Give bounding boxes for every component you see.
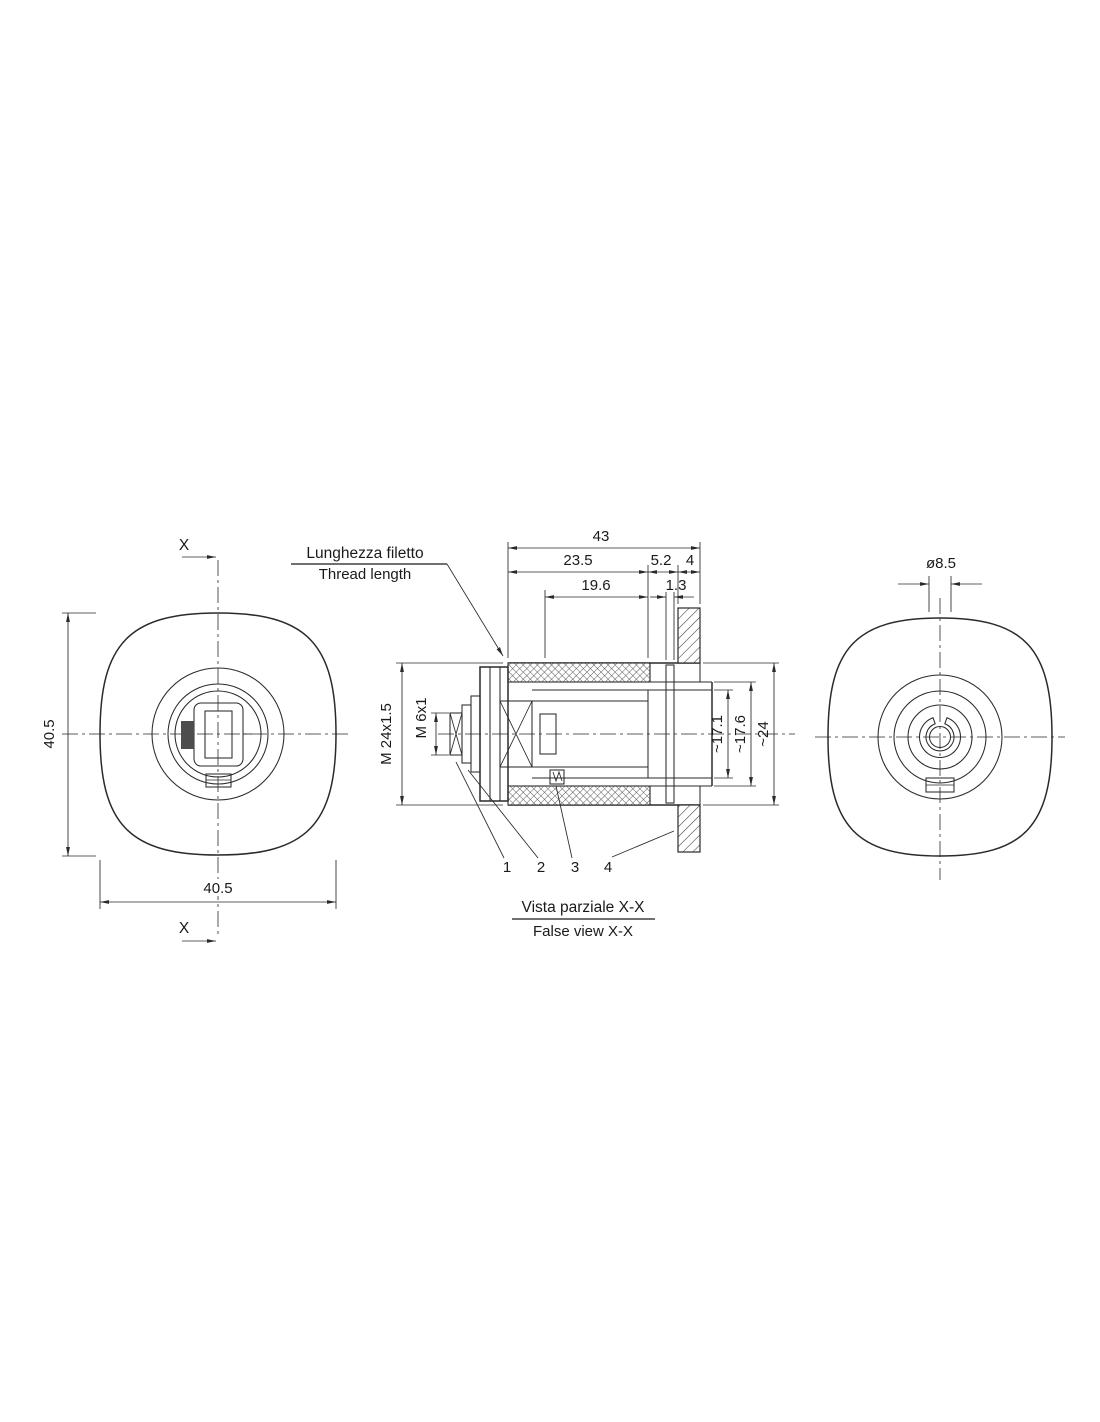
thread-label-english: Thread length (319, 566, 412, 583)
thread-label-italian: Lunghezza filetto (306, 545, 423, 562)
callout-leader-2 (467, 769, 539, 859)
screw-part1 (449, 712, 463, 756)
keyhole-shutter-detail (181, 721, 194, 749)
dim-panel-label: 4 (686, 552, 694, 569)
label-mask (196, 879, 240, 896)
dim-m6-label: M 6x1 (413, 698, 430, 739)
keyhole-slot (204, 710, 233, 759)
dim-collar-label: 5.2 (651, 552, 672, 569)
keyhole-outer (193, 702, 244, 767)
dim-hole-label: ~24 (755, 721, 772, 746)
callout-leader-4 (611, 830, 675, 858)
spring-part3 (549, 769, 565, 785)
front-width-dim-label: 40.5 (203, 880, 232, 897)
front-middle-ring (167, 683, 269, 785)
shaft-hole (928, 725, 952, 749)
retaining-ring (665, 664, 675, 804)
key-channel (539, 713, 557, 755)
front-body-outline (99, 612, 337, 856)
rear-view: ø8.5 (815, 555, 1065, 880)
dim-usable-thread-label: 19.6 (581, 577, 610, 594)
thread-label-leader (446, 563, 504, 657)
caption-italian: Vista parziale X-X (522, 899, 646, 916)
plug-block (499, 700, 533, 768)
cam-ring (918, 717, 962, 758)
spring-zigzag (552, 770, 563, 783)
callout-4: 4 (604, 859, 612, 876)
dim-core-label: ~17.6 (732, 715, 749, 753)
dim-bore-label: ~17.1 (709, 715, 726, 753)
rear-middle-ring (893, 690, 987, 784)
panel-section-bottom (677, 804, 701, 853)
dim-m24-label: M 24x1.5 (378, 703, 395, 765)
thread-band-top (507, 662, 651, 683)
callout-leader-1 (455, 761, 505, 859)
screw-cross (449, 712, 463, 756)
rear-body-outline (827, 617, 1053, 857)
plug-cross (499, 700, 533, 768)
section-view: Lunghezza filetto Thread length 43 23.5 … (291, 528, 795, 940)
dim-groove-label: 1.3 (666, 577, 687, 594)
front-inner-ring (174, 690, 262, 778)
rear-inner-ring (907, 704, 973, 770)
section-marker-bottom-label: X (179, 920, 190, 937)
front-view: X X 40.5 40.5 (41, 537, 348, 943)
dim-total-label: 43 (593, 528, 610, 545)
front-outer-ring (151, 667, 285, 801)
dim-thread-len-label: 23.5 (563, 552, 592, 569)
plug-bottom-detail (205, 773, 232, 788)
caption-english: False view X-X (533, 923, 633, 940)
rear-outer-ring (877, 674, 1003, 800)
callout-3: 3 (571, 859, 579, 876)
dim-shaft-label: ø8.5 (926, 555, 956, 572)
panel-section-top (677, 607, 701, 664)
callout-2: 2 (537, 859, 545, 876)
section-marker-top-label: X (179, 537, 190, 554)
callout-1: 1 (503, 859, 511, 876)
callout-leader-3 (555, 785, 573, 859)
front-height-dim-label: 40.5 (41, 719, 58, 748)
thread-band-bottom (507, 785, 651, 806)
